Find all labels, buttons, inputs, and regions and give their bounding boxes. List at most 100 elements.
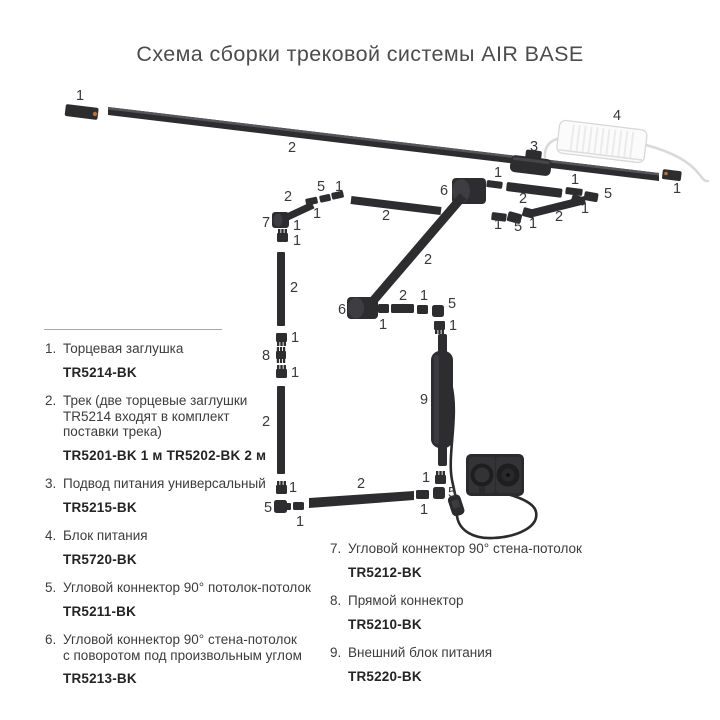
- legend-item-number: 3.: [45, 476, 57, 491]
- corner-connector-5-right: [433, 487, 445, 499]
- psu-box: [556, 119, 648, 164]
- callout-2: 2: [262, 414, 270, 430]
- legend-item-code: TR5210-BK: [348, 616, 422, 632]
- callout-1: 1: [379, 317, 387, 333]
- callout-1: 1: [293, 233, 301, 249]
- corner-connector-6b: [347, 297, 378, 319]
- connector-chain-left: [305, 190, 344, 206]
- legend-item-number: 5.: [45, 580, 57, 595]
- callout-1: 1: [494, 165, 502, 181]
- callout-1: 1: [420, 288, 428, 304]
- legend-item-code: TR5213-BK: [63, 671, 137, 686]
- legend-item-text: Угловой коннектор 90° стена-потолок: [63, 632, 297, 647]
- inline-switch: [447, 494, 465, 517]
- power-feed: [509, 149, 552, 176]
- track-short-left: [281, 201, 315, 223]
- wall-outlet: [466, 454, 524, 496]
- callout-6: 6: [440, 183, 448, 199]
- legend-item-text: Подвод питания универсальный: [63, 476, 266, 491]
- corner-connector-5-left: [274, 500, 291, 513]
- callout-6: 6: [338, 302, 346, 318]
- callout-3: 3: [530, 139, 538, 155]
- connector-v: [435, 471, 446, 484]
- callout-5: 5: [448, 485, 456, 501]
- callout-1: 1: [76, 88, 84, 104]
- legend-item-text: Угловой коннектор 90° стена-потолок: [348, 541, 582, 556]
- contact-dot: [664, 171, 668, 176]
- connector-h: [293, 502, 304, 510]
- callout-1: 1: [422, 470, 430, 486]
- callout-1: 1: [335, 179, 343, 195]
- track-bottom: [309, 491, 414, 508]
- legend-item-code: TR5211-BK: [63, 603, 137, 619]
- end-cap-icon: [662, 169, 682, 182]
- contact-dot: [92, 111, 98, 117]
- callout-4: 4: [613, 108, 621, 124]
- legend-item-text: Трек (две торцевые заглушки: [63, 393, 248, 408]
- legend-item-text: поставки трека): [63, 424, 162, 439]
- page-title: Схема сборки трековой системы AIR BASE: [136, 42, 584, 66]
- callout-1: 1: [289, 480, 297, 496]
- callout-1: 1: [296, 514, 304, 530]
- callout-2: 2: [424, 252, 432, 268]
- legend-item-code: TR5220-BK: [348, 668, 422, 684]
- callout-5: 5: [604, 186, 612, 202]
- external-psu-9: [431, 334, 453, 466]
- callout-2: 2: [288, 140, 296, 156]
- callout-1: 1: [293, 218, 301, 234]
- connector-v: [434, 321, 445, 334]
- legend-item-code: TR5720-BK: [63, 551, 137, 567]
- callout-1: 1: [529, 216, 537, 232]
- power-cord: [455, 490, 538, 540]
- straight-connector-8: [276, 347, 286, 363]
- callout-7: 7: [262, 215, 270, 231]
- legend-item-code: TR5215-BK: [63, 499, 137, 515]
- legend-item-code: TR5201-BK 1 м TR5202-BK 2 м: [63, 447, 267, 463]
- legend-item-text: с поворотом под произвольным углом: [63, 647, 302, 663]
- legend-item-number: 1.: [45, 341, 57, 356]
- callout-2: 2: [382, 208, 390, 224]
- callout-9: 9: [420, 392, 428, 408]
- callout-2: 2: [555, 209, 563, 225]
- corner-connector-7: [272, 212, 289, 228]
- callout-1: 1: [673, 181, 681, 197]
- callout-1: 1: [420, 502, 428, 518]
- track-vertical-1: [277, 252, 285, 326]
- callout-1: 1: [581, 201, 589, 217]
- legend-item-code: TR5214-BK: [63, 364, 137, 380]
- psu-cable-right: [644, 143, 710, 183]
- callout-2: 2: [284, 189, 292, 205]
- callout-1: 1: [313, 206, 321, 222]
- connector-v: [277, 229, 288, 242]
- callout-1: 1: [449, 318, 457, 334]
- legend-item-text: TR5214 входят в комплект: [63, 408, 230, 424]
- track-diagonal: [369, 193, 467, 304]
- callout-1: 1: [291, 330, 299, 346]
- legend-item-number: 8.: [330, 593, 342, 608]
- legend-item-text: Блок питания: [63, 528, 148, 543]
- end-cap-icon: [64, 104, 99, 120]
- callout-5: 5: [317, 179, 325, 195]
- connector-chain-psu: [378, 304, 444, 317]
- callout-5: 5: [514, 219, 522, 235]
- callout-1: 1: [494, 217, 502, 233]
- connector-chain-right: [486, 180, 599, 224]
- callout-5: 5: [264, 500, 272, 516]
- legend-item-text: Торцевая заглушка: [63, 341, 184, 356]
- callout-1: 1: [291, 365, 299, 381]
- legend-item-code: TR5212-BK: [348, 564, 422, 580]
- callout-2: 2: [519, 191, 527, 207]
